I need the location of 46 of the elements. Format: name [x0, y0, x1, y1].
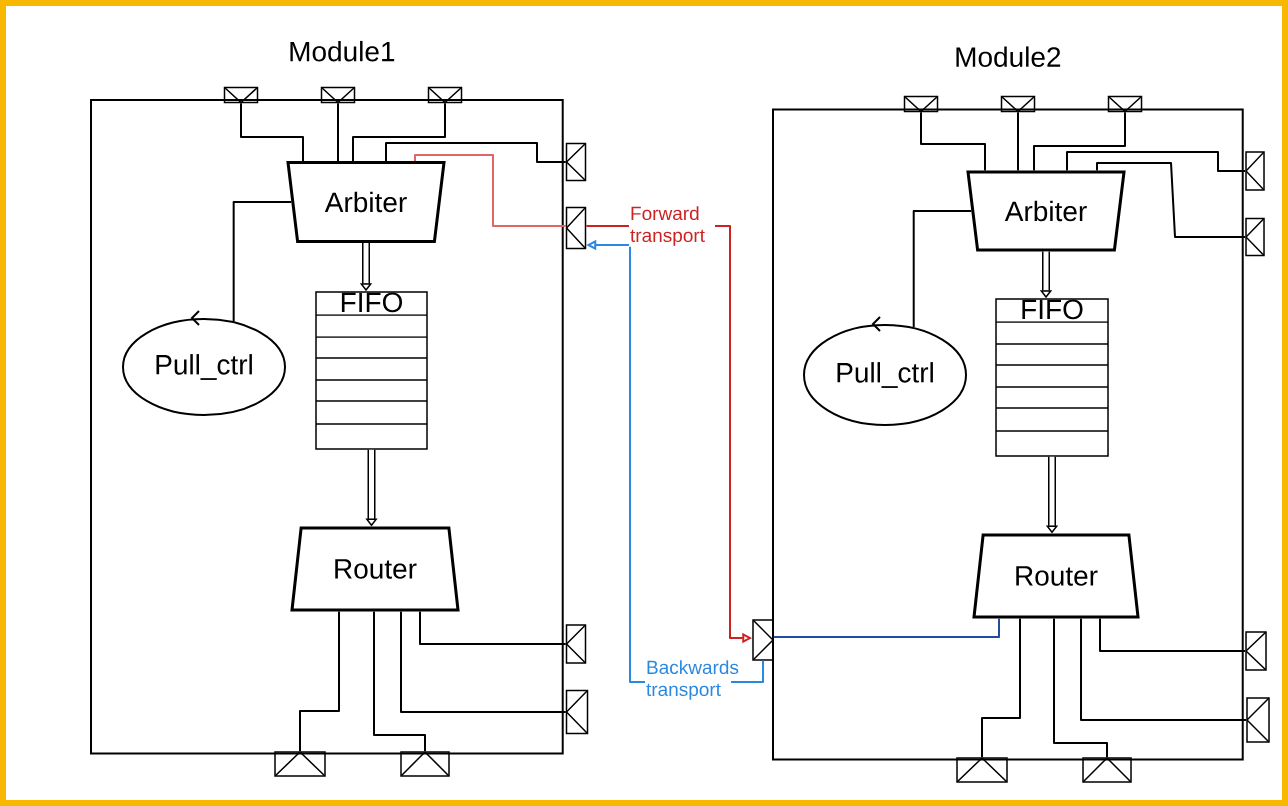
wire [1017, 111, 1019, 172]
port-symbol [565, 206, 587, 250]
node-label: Module2 [956, 46, 1061, 67]
ellipse-node: Pull_ctrl [803, 316, 967, 426]
port-symbol [1082, 757, 1132, 783]
trapezoid-block: Router [290, 526, 460, 612]
wire [772, 617, 1000, 638]
wire [400, 610, 567, 713]
wire [1099, 617, 1247, 652]
wire [1053, 617, 1108, 759]
port-symbol [274, 751, 326, 777]
port-symbol [565, 689, 589, 735]
wire [352, 102, 446, 162]
trapezoid-block: Router [972, 533, 1140, 619]
wire [1096, 162, 1247, 238]
wire [981, 617, 1021, 759]
wire [232, 201, 293, 323]
trapezoid-block: Arbiter [286, 161, 446, 243]
wire [419, 610, 567, 645]
trapezoid-block: Arbiter [966, 170, 1126, 252]
port-symbol [1245, 631, 1267, 671]
edge-label: Backwards transport [645, 659, 739, 701]
ellipse-node: Pull_ctrl [122, 310, 286, 416]
port-symbol [400, 751, 450, 777]
wire [373, 610, 426, 753]
wire [1080, 617, 1248, 721]
wire [1033, 111, 1126, 172]
fifo-stack: FIFO [315, 291, 428, 450]
port-symbol [1245, 217, 1265, 257]
wire [385, 142, 567, 163]
port-symbol [565, 142, 587, 182]
wire [912, 210, 973, 329]
fifo-stack: FIFO [995, 298, 1109, 457]
port-symbol [1245, 151, 1265, 191]
wire [240, 102, 304, 162]
port-symbol [565, 624, 587, 664]
wire [1066, 151, 1247, 172]
port-symbol [956, 757, 1008, 783]
wire [414, 154, 567, 227]
port-symbol [752, 619, 774, 661]
edge-label: Forward transport [629, 205, 715, 247]
node-label: Module1 [290, 40, 395, 62]
port-symbol [1246, 697, 1270, 743]
wire [337, 102, 339, 162]
wire [299, 610, 340, 753]
wire [920, 111, 986, 172]
